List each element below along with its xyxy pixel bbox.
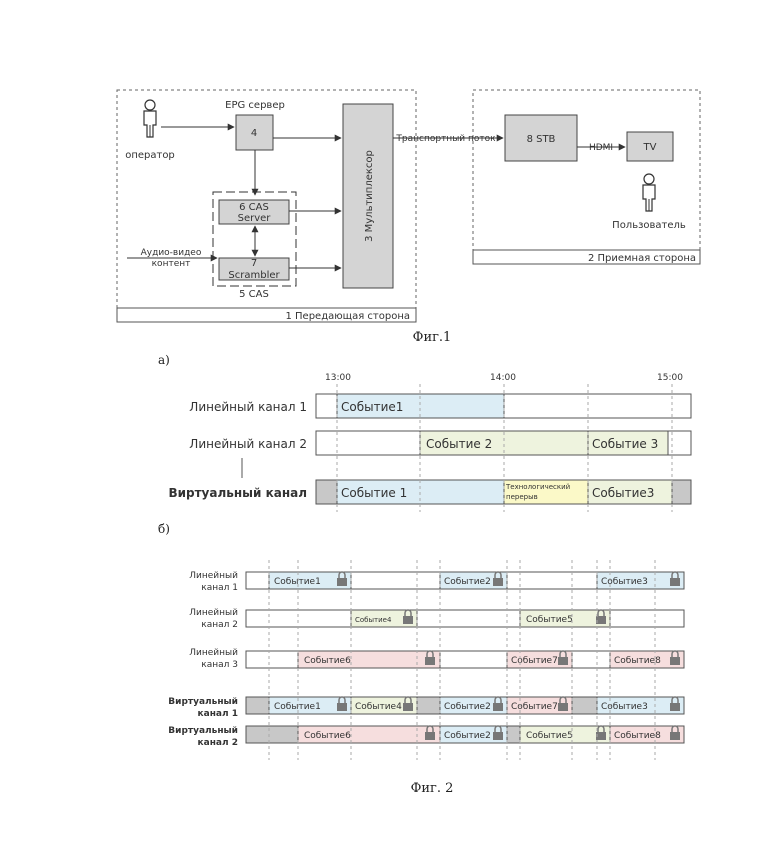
figure-2b: б) Линейный канал 1 Событие1 Событие2 Со…: [158, 522, 684, 796]
multiplexer-label: 3 Мультиплексор: [364, 150, 375, 242]
b-v1-e3-label: Событие3: [601, 702, 648, 712]
b-ch3-e8-label: Событие8: [614, 656, 661, 666]
b-v2-label-2: канал 2: [198, 738, 238, 748]
fig2b-label: б): [158, 522, 170, 536]
b-v2-e5-label: Событие5: [526, 731, 573, 741]
b-v2-e2-label: Событие2: [444, 731, 491, 741]
b-v2-label-1: Виртуальный: [168, 726, 238, 736]
virtual-event3-label: Событие3: [592, 486, 654, 500]
cas-server-label-1: 6 CAS: [239, 202, 269, 213]
cas-server-label-2: Server: [238, 213, 272, 224]
fig2-caption: Фиг. 2: [411, 781, 454, 796]
b-ch1-e1-label: Событие1: [274, 577, 321, 587]
user-label: Пользователь: [612, 220, 686, 231]
b-ch2-label-1: Линейный: [189, 608, 238, 618]
ch2-event2-label: Событие 2: [426, 437, 492, 451]
b-v1-e2-label: Событие2: [444, 702, 491, 712]
receive-side-label: 2 Приемная сторона: [588, 253, 696, 264]
fig1-caption: Фиг.1: [413, 330, 452, 345]
time-label-1500: 15:00: [657, 373, 683, 383]
b-ch2-label-2: канал 2: [201, 620, 238, 630]
b-v1-gray-1: [246, 697, 269, 714]
b-v2-gray-2: [507, 726, 520, 743]
b-v1-label-1: Виртуальный: [168, 697, 238, 707]
cas-label: 5 CAS: [239, 289, 269, 300]
figure-1: 1 Передающая сторона 2 Приемная сторона …: [117, 90, 700, 345]
b-ch2-e4-label: Событие4: [355, 616, 392, 624]
stb-label: 8 STB: [527, 134, 556, 145]
b-v1-e4-label: Событие4: [355, 702, 402, 712]
b-ch2-e5-label: Событие5: [526, 615, 573, 625]
b-ch3-label-2: канал 3: [201, 660, 238, 670]
transmit-side-label: 1 Передающая сторона: [286, 311, 411, 322]
scrambler-label-1: 7: [251, 258, 257, 269]
b-ch1-e2-label: Событие2: [444, 577, 491, 587]
b-v2-e6-label: Событие6: [304, 731, 351, 741]
scrambler-label-2: Scrambler: [228, 270, 280, 281]
figure-2a: а) 13:00 14:00 15:00 Событие1 Линейный к…: [158, 353, 691, 512]
operator-icon: [144, 100, 156, 137]
user-icon: [643, 174, 655, 211]
ch1-event1-label: Событие1: [341, 400, 403, 414]
b-v1-gray-3: [572, 697, 597, 714]
time-label-1300: 13:00: [325, 373, 351, 383]
tv-label: TV: [643, 142, 657, 153]
b-ch1-label-1: Линейный: [189, 571, 238, 581]
b-v2-e8-label: Событие8: [614, 731, 661, 741]
transport-label: Транспортный поток: [395, 134, 496, 144]
ch2-event3-label: Событие 3: [592, 437, 658, 451]
virtual-gray-end: [672, 480, 691, 504]
b-v1-e7-label: Событие7: [511, 702, 558, 712]
virtual-break-label-2: перерыв: [506, 493, 538, 501]
b-ch1-e3-label: Событие3: [601, 577, 648, 587]
b-v2-gray-1: [246, 726, 298, 743]
b-ch3-label-1: Линейный: [189, 648, 238, 658]
audio-video-label-1: Аудио-видео: [141, 248, 202, 258]
b-ch3-e7-label: Событие7: [511, 656, 558, 666]
virtual-event1-label: Событие 1: [341, 486, 407, 500]
fig2a-label: а): [158, 353, 170, 367]
virtual-break-label-1: Технологический: [505, 483, 570, 491]
ch2-label: Линейный канал 2: [189, 437, 307, 451]
ch1-label: Линейный канал 1: [189, 400, 307, 414]
time-label-1400: 14:00: [490, 373, 516, 383]
audio-video-label-2: контент: [152, 259, 191, 269]
virtual-label: Виртуальный канал: [168, 486, 307, 500]
virtual-gray-start: [316, 480, 337, 504]
b-ch1-label-2: канал 1: [201, 583, 238, 593]
hdmi-label: HDMI: [589, 143, 613, 153]
epg-label: EPG сервер: [225, 100, 285, 111]
b-v1-gray-2: [417, 697, 440, 714]
epg-number: 4: [251, 128, 257, 139]
b-v1-e1-label: Событие1: [274, 702, 321, 712]
b-ch2-row: [246, 610, 684, 627]
b-v1-label-2: канал 1: [198, 709, 238, 719]
b-ch3-e6-label: Событие6: [304, 656, 351, 666]
operator-label: оператор: [125, 150, 175, 161]
